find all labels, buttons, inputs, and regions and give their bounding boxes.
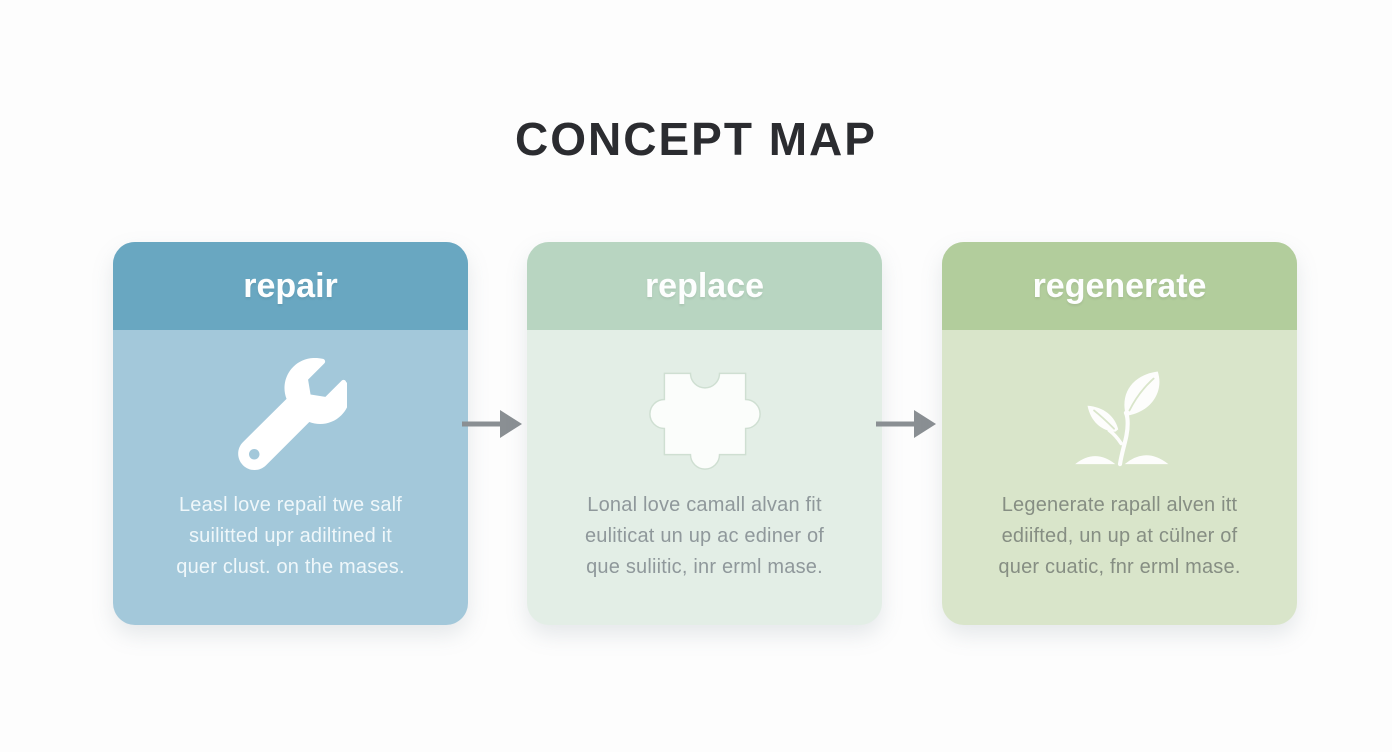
card-regenerate-title: regenerate: [1032, 266, 1207, 305]
card-body-line: que suliitic, inr erml mase.: [586, 556, 823, 578]
card-body-line: suilitted upr adiltined it: [188, 525, 393, 547]
card-body-line: Lonal love camall alvan fit: [587, 494, 822, 516]
card-regenerate-header: regenerate: [942, 242, 1297, 330]
arrow-right-icon: [876, 410, 936, 438]
card-body-line: quer clust. on the mases.: [176, 556, 405, 578]
card-body-line: quer cuatic, fnr erml mase.: [998, 556, 1241, 578]
card-body-line: ediifted, un up at cülner of: [1001, 525, 1238, 547]
sprout-icon: [1061, 355, 1179, 473]
arrow-right-icon: [462, 410, 522, 438]
card-body-line: Leasl love repail twe salf: [178, 494, 403, 516]
card-body-line: euliticat un up ac ediner of: [584, 525, 825, 547]
card-repair-title: repair: [243, 266, 338, 305]
card-repair-header: repair: [113, 242, 468, 330]
card-regenerate: regenerate: [942, 242, 1297, 625]
card-replace-body: Lonal love camall alvan fit euliticat un…: [527, 490, 882, 583]
card-replace-title: replace: [644, 266, 765, 305]
card-replace-header: replace: [527, 242, 882, 330]
card-repair-body: Leasl love repail twe salf suilitted upr…: [113, 490, 468, 583]
card-body-line: Legenerate rapall alven itt: [1001, 494, 1238, 516]
card-replace: replace Lonal love camall alvan fit euli…: [527, 242, 882, 625]
page-title: CONCEPT MAP: [515, 113, 877, 165]
wrench-icon: [235, 358, 347, 470]
card-regenerate-body: Legenerate rapall alven itt ediifted, un…: [942, 490, 1297, 583]
card-repair: repair Leasl love repail twe salf suilit…: [113, 242, 468, 625]
puzzle-icon: [647, 356, 763, 472]
